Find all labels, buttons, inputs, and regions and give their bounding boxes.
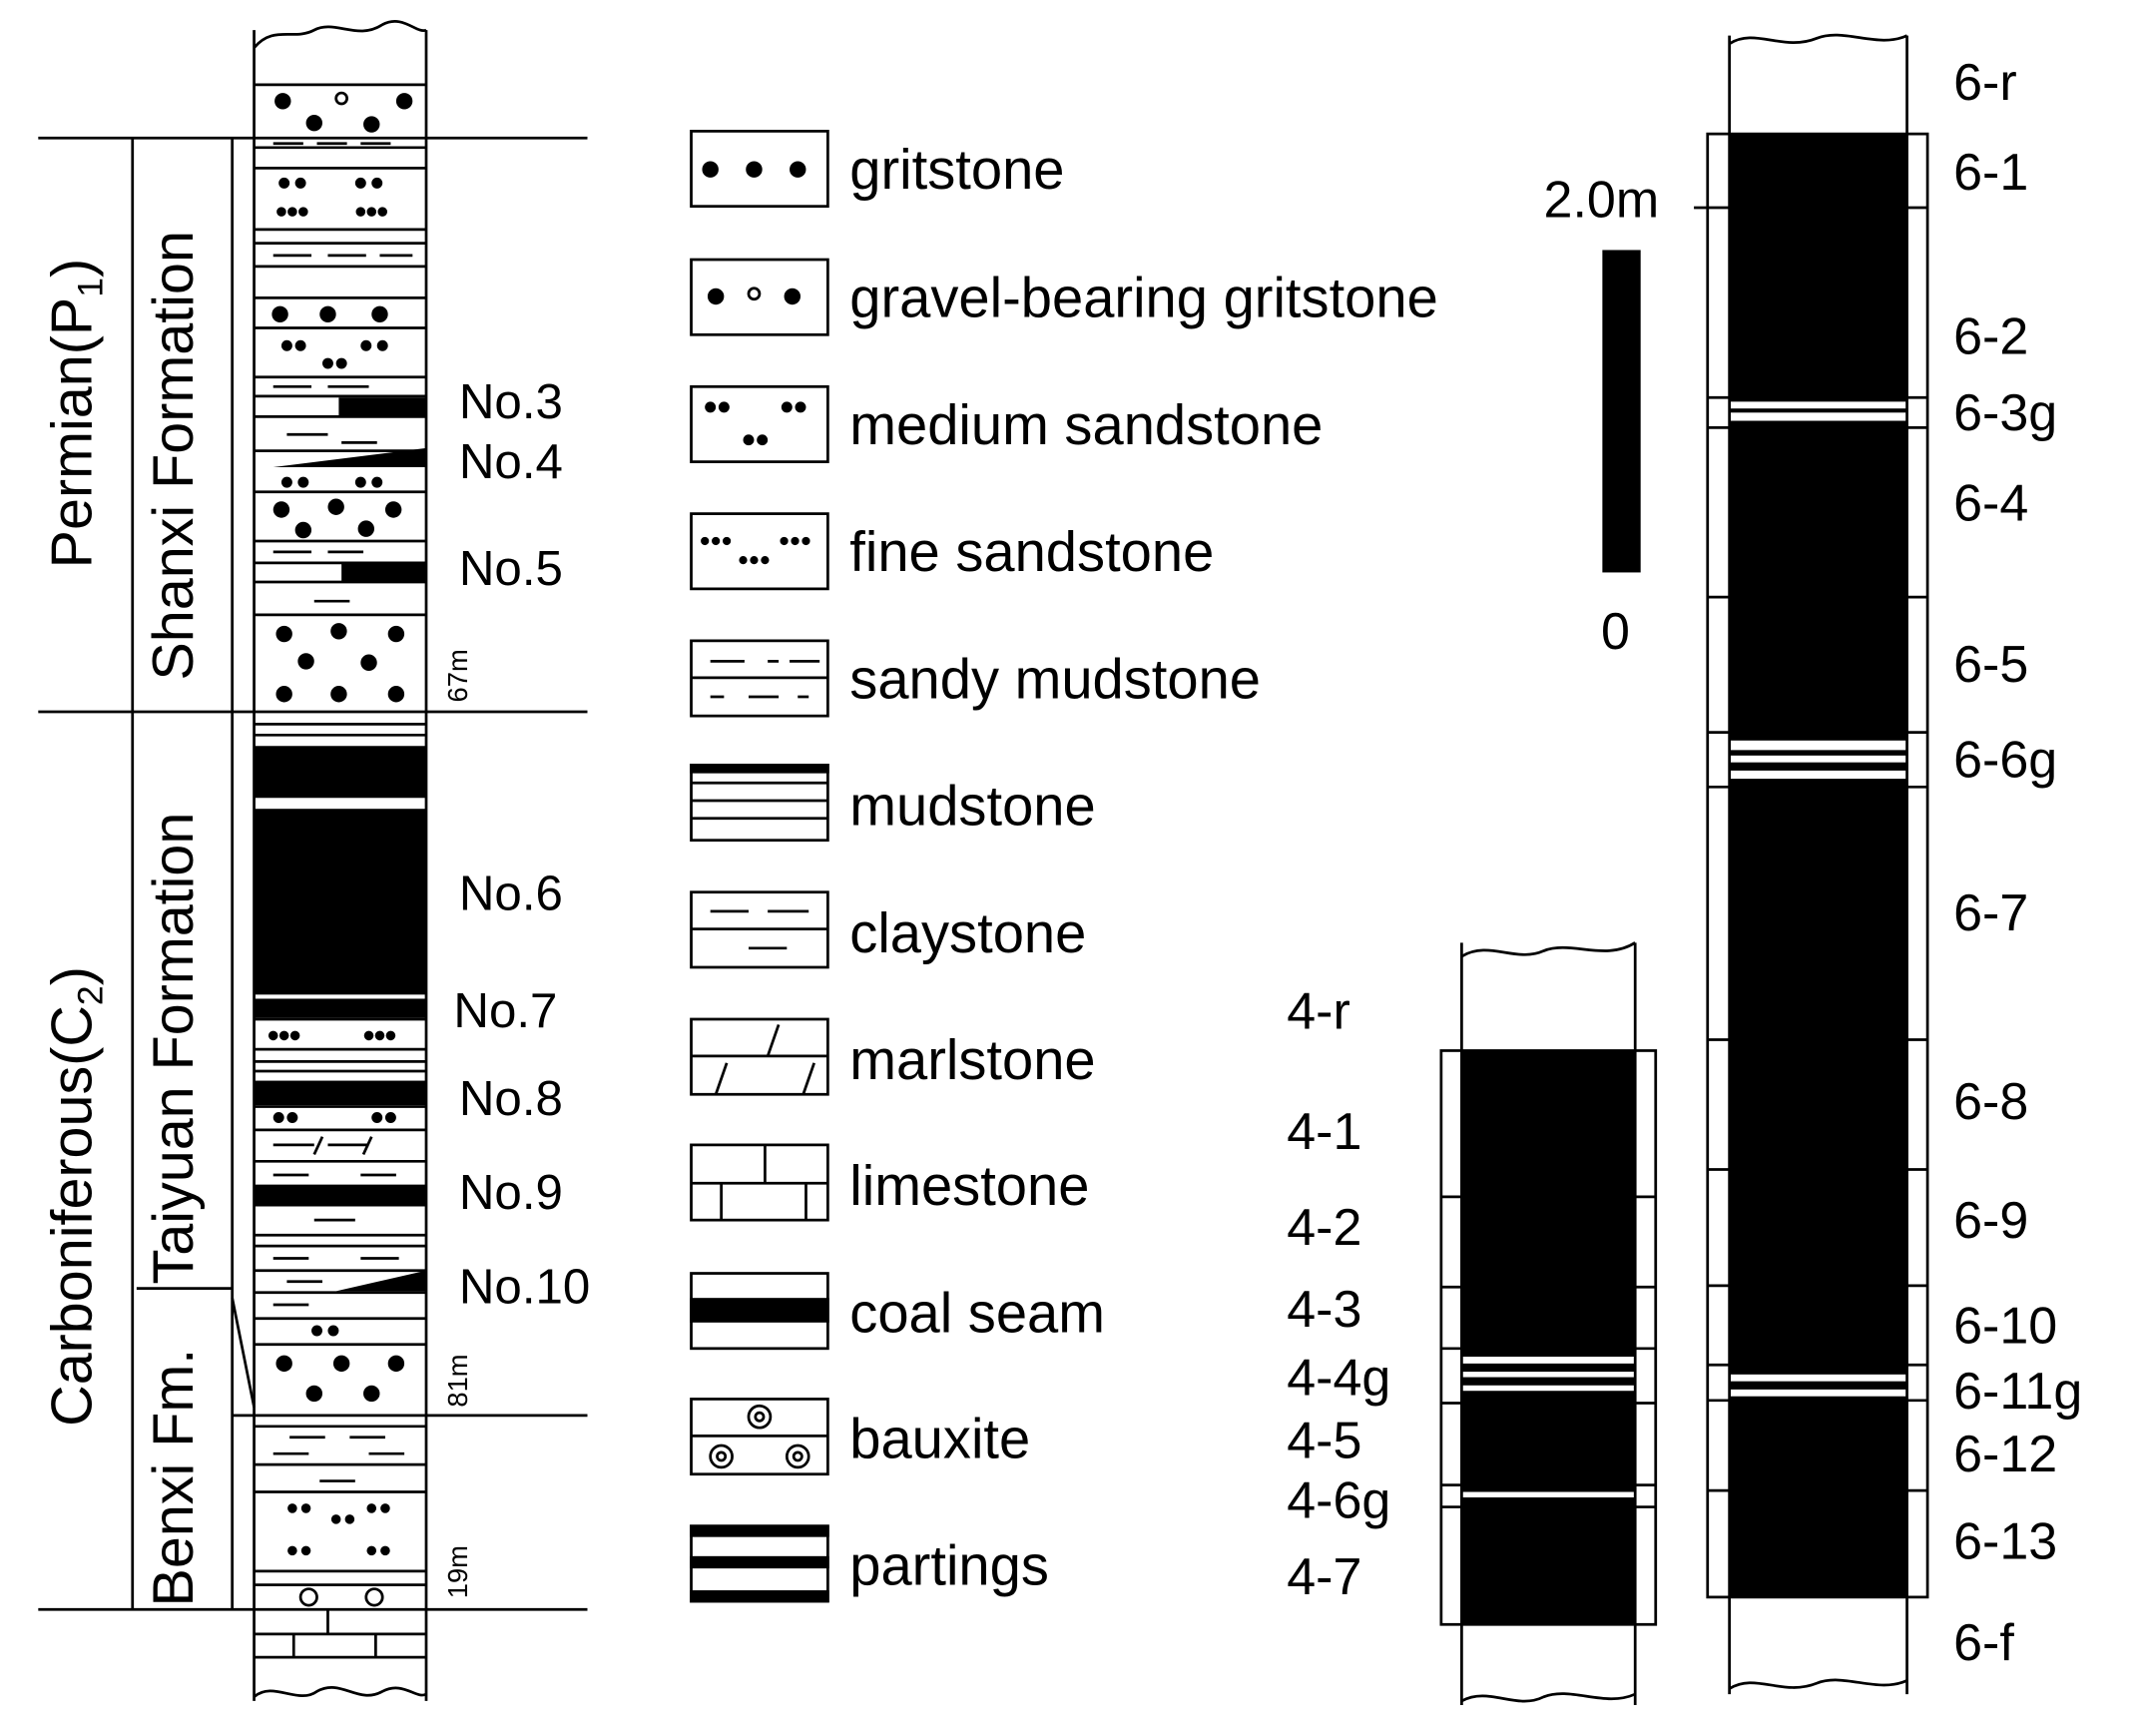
period-carboniferous-name: Carboniferous — [39, 1065, 105, 1427]
seam-no4: No.4 — [458, 432, 563, 489]
seam4-layer-label: 4-5 — [1287, 1413, 1362, 1470]
seam6-layer-label: 6-9 — [1953, 1192, 2029, 1251]
scale-bar — [1602, 250, 1641, 573]
seam4-layer-label: 4-1 — [1287, 1103, 1362, 1162]
seam6-layer-label: 6-12 — [1953, 1426, 2058, 1484]
seam6-layer-label: 6-4 — [1953, 475, 2029, 533]
seam-no7: No.7 — [453, 982, 558, 1039]
seam-no9: No.9 — [458, 1164, 563, 1221]
legend-marlstone: marlstone — [849, 1028, 1096, 1092]
formation-benxi-label: Benxi Fm. — [140, 1348, 206, 1607]
period-permian-name: Permian — [39, 354, 105, 569]
legend-bauxite: bauxite — [849, 1407, 1031, 1470]
period-carboniferous-prefix: C — [39, 1005, 105, 1047]
legend-sandy-mudstone: sandy mudstone — [849, 647, 1262, 711]
seam-no8: No.8 — [458, 1069, 563, 1126]
seam4-coal — [1461, 1050, 1636, 1625]
seam6-coal — [1729, 134, 1907, 1597]
left-coal-seams — [254, 397, 427, 1292]
seam4-layer-label: 4-4g — [1287, 1350, 1391, 1408]
left-lithology-symbols — [268, 91, 413, 1607]
seam6-layer-label: 6-r — [1953, 54, 2017, 113]
seam6-layer-label: 6-2 — [1953, 308, 2029, 366]
seam6-layer-label: 6-5 — [1953, 636, 2029, 695]
thickness-taiyuan: 81m — [443, 1354, 474, 1408]
seam6-layer-label: 6-3g — [1953, 384, 2058, 443]
legend-mudstone: mudstone — [849, 774, 1096, 838]
seam6-layer-label: 6-13 — [1953, 1513, 2058, 1571]
seam-no5: No.5 — [458, 539, 563, 596]
seam6-layer-label: 6-8 — [1953, 1073, 2029, 1132]
seam6-layer-label: 6-6g — [1953, 732, 2058, 791]
seam4-layer-label: 4-6g — [1287, 1472, 1391, 1530]
scale-top-label: 2.0m — [1543, 172, 1660, 230]
legend-coal-seam: coal seam — [849, 1281, 1106, 1345]
period-permian-label: Permian(P1) — [39, 258, 111, 569]
legend-partings: partings — [849, 1533, 1049, 1597]
legend-limestone: limestone — [849, 1154, 1090, 1218]
seam6-layer-label: 6-10 — [1953, 1298, 2058, 1356]
scale-bottom-label: 0 — [1600, 603, 1630, 662]
formation-shanxi-label: Shanxi Formation — [140, 231, 206, 681]
seam4-layer-label: 4-r — [1287, 983, 1350, 1041]
period-permian-prefix: P — [39, 296, 105, 336]
seam6-layer-label: 6-7 — [1953, 884, 2029, 943]
seam6-layer-label: 6-11g — [1953, 1363, 2083, 1422]
thickness-benxi: 19m — [443, 1545, 474, 1599]
seam-no3: No.3 — [458, 372, 563, 429]
legend-fine-sandstone: fine sandstone — [849, 520, 1215, 584]
legend-claystone: claystone — [849, 901, 1087, 965]
seam-no6: No.6 — [458, 865, 563, 921]
seam6-layer-label: 6-1 — [1953, 145, 2029, 203]
period-carboniferous-sub: 2 — [69, 985, 111, 1006]
period-carboniferous-label: Carboniferous(C2) — [39, 966, 111, 1427]
seam4-layer-label: 4-7 — [1287, 1548, 1362, 1607]
legend-gravel-gritstone: gravel-bearing gritstone — [849, 266, 1438, 329]
thickness-shanxi: 67m — [443, 649, 474, 703]
formation-taiyuan-label: Taiyuan Formation — [140, 812, 206, 1285]
legend-medium-sandstone: medium sandstone — [849, 393, 1324, 457]
seam4-layer-label: 4-3 — [1287, 1281, 1362, 1340]
legend-swatches — [690, 130, 829, 1603]
legend-gritstone: gritstone — [849, 138, 1065, 202]
seam6-layer-label: 6-f — [1953, 1614, 2014, 1673]
seam4-layer-label: 4-2 — [1287, 1199, 1362, 1258]
period-permian-sub: 1 — [69, 277, 111, 297]
seam-no10: No.10 — [458, 1258, 591, 1315]
